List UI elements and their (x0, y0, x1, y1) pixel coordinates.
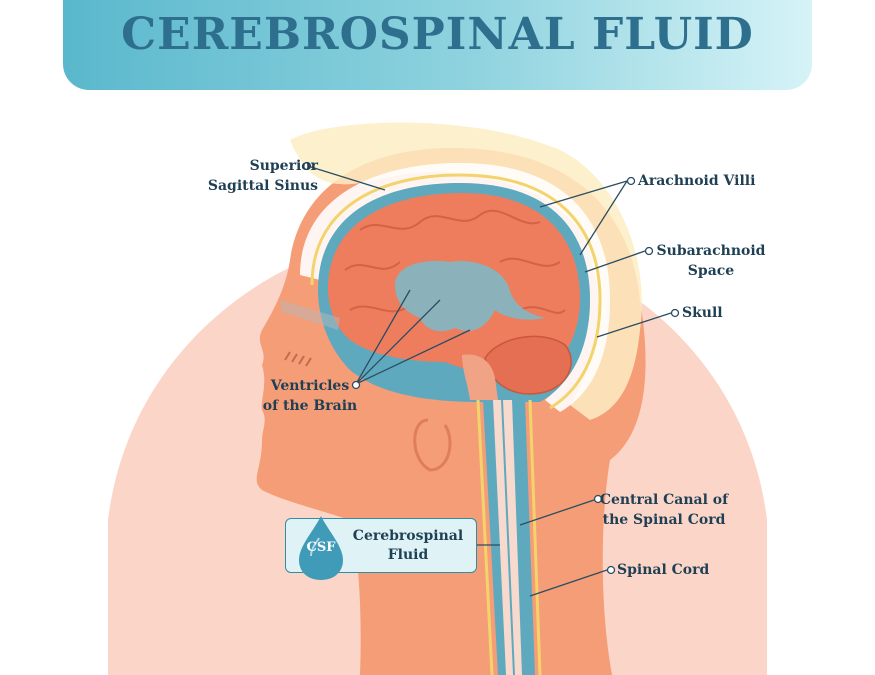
eyelashes (284, 351, 312, 367)
label-line: of the Brain (262, 398, 358, 414)
leader-ventricles-1 (355, 289, 411, 385)
csf-name: Cerebrospinal Fluid (343, 527, 473, 565)
spinal-dura-left (476, 399, 494, 675)
dot-ventricles (351, 380, 361, 390)
central-canal (501, 399, 515, 675)
water-drop-icon (299, 516, 343, 580)
dura-line (310, 173, 602, 410)
leader-dots (302, 161, 680, 575)
label-line: the Spinal Cord (602, 512, 726, 528)
title-banner (63, 0, 812, 90)
label-line: Subarachnoid (656, 243, 766, 259)
label-skull: Skull (682, 305, 723, 321)
label-line: Ventricles (270, 378, 350, 394)
brain-cerebellum (484, 335, 572, 395)
leader-ventricles-3 (355, 329, 471, 385)
label-arachnoid-villi: Arachnoid Villi (638, 173, 756, 189)
leader-arachnoid-villi-2 (579, 180, 628, 256)
dot-superior-sagittal-sinus (302, 161, 312, 171)
dot-skull (670, 308, 680, 318)
leader-ventricles-2 (355, 299, 441, 385)
label-line: Space (687, 263, 735, 279)
dot-subarachnoid-space (644, 246, 654, 256)
leader-lines (310, 166, 672, 597)
brain-ventricles (395, 260, 545, 332)
page-title: CEREBROSPINAL FLUID (121, 9, 754, 60)
label-line: Fluid (387, 547, 429, 563)
brainstem (462, 354, 498, 400)
leader-spinal-cord (529, 569, 608, 597)
dot-arachnoid-villi (626, 176, 636, 186)
ear (413, 418, 452, 472)
leader-skull (596, 312, 672, 338)
spinal-dura-right (528, 399, 542, 675)
dot-spinal-cord (606, 565, 616, 575)
leader-arachnoid-villi-1 (539, 180, 628, 208)
label-subarachnoid-space: Subarachnoid Space (652, 241, 770, 281)
leader-subarachnoid-space (584, 250, 646, 273)
label-superior-sagittal-sinus: Superior Sagittal Sinus (195, 156, 318, 196)
label-spinal-cord: Spinal Cord (617, 562, 710, 578)
label-central-canal: Central Canal of the Spinal Cord (598, 490, 730, 530)
dot-central-canal (593, 494, 603, 504)
brain-folds (344, 209, 566, 314)
eyebrow-shade (280, 300, 340, 330)
skull-band (300, 163, 610, 412)
leader-central-canal (519, 499, 595, 526)
leader-superior-sagittal-sinus (310, 166, 386, 191)
label-line: Central Canal of (599, 492, 729, 508)
csf-abbreviation: CSF (306, 540, 336, 555)
label-line: Cerebrospinal (352, 528, 464, 544)
label-line: Sagittal Sinus (207, 178, 318, 194)
label-line: Superior (249, 158, 318, 174)
label-ventricles-of-the-brain: Ventricles of the Brain (255, 376, 365, 416)
